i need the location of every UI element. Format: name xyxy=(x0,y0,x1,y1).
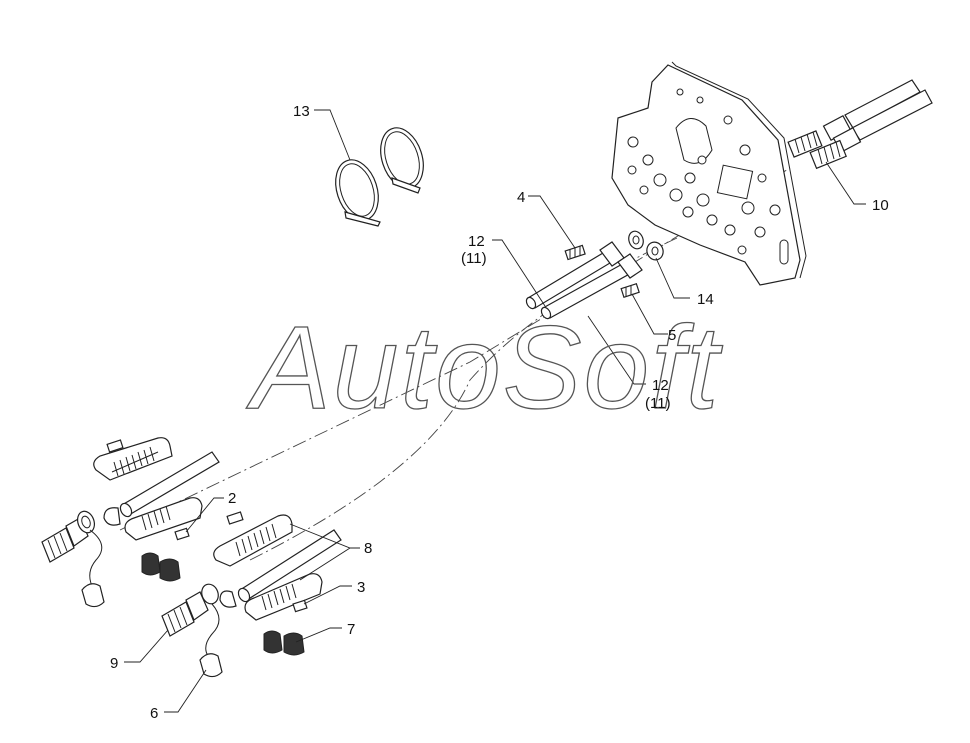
callout-4: 4 xyxy=(517,189,525,206)
callout-5: 5 xyxy=(668,327,676,344)
seal-pair-right xyxy=(263,630,305,656)
seal-pair-left xyxy=(141,552,181,582)
callout-8: 8 xyxy=(364,540,372,557)
threaded-coupling-lower xyxy=(809,139,847,170)
callout-9: 9 xyxy=(110,655,118,672)
hydraulic-tubes xyxy=(525,241,643,320)
callout-12-upper: 12 xyxy=(468,233,485,250)
coupling-block-right xyxy=(161,511,342,678)
callout-7: 7 xyxy=(347,621,355,638)
callout-11-upper: (11) xyxy=(461,250,487,267)
coupling-block-left xyxy=(41,437,220,608)
dust-cap-right xyxy=(199,583,223,678)
quick-coupler-right xyxy=(161,591,209,637)
callout-10: 10 xyxy=(872,197,889,214)
watermark-text: AutoSoft xyxy=(246,302,723,434)
callout-6: 6 xyxy=(150,705,158,722)
callout-labels: 13 4 12 (11) 10 14 5 12 (11) 2 8 3 7 9 6 xyxy=(110,103,889,722)
nuts-washers xyxy=(628,230,664,261)
clip-4 xyxy=(564,244,586,261)
callout-11-lower: (11) xyxy=(645,395,671,412)
rear-couplings xyxy=(787,79,933,170)
threaded-coupling-upper xyxy=(787,130,823,158)
callout-14: 14 xyxy=(697,291,714,308)
leader-lines xyxy=(124,109,866,713)
dust-cap-left xyxy=(81,529,105,608)
clip-5 xyxy=(620,282,640,298)
quick-coupler-left xyxy=(41,510,96,563)
mounting-plate xyxy=(611,61,807,286)
callout-13: 13 xyxy=(293,103,310,120)
callout-2: 2 xyxy=(228,490,236,507)
clamp-rings xyxy=(335,127,424,227)
callout-12-lower: 12 xyxy=(652,377,669,394)
callout-3: 3 xyxy=(357,579,365,596)
